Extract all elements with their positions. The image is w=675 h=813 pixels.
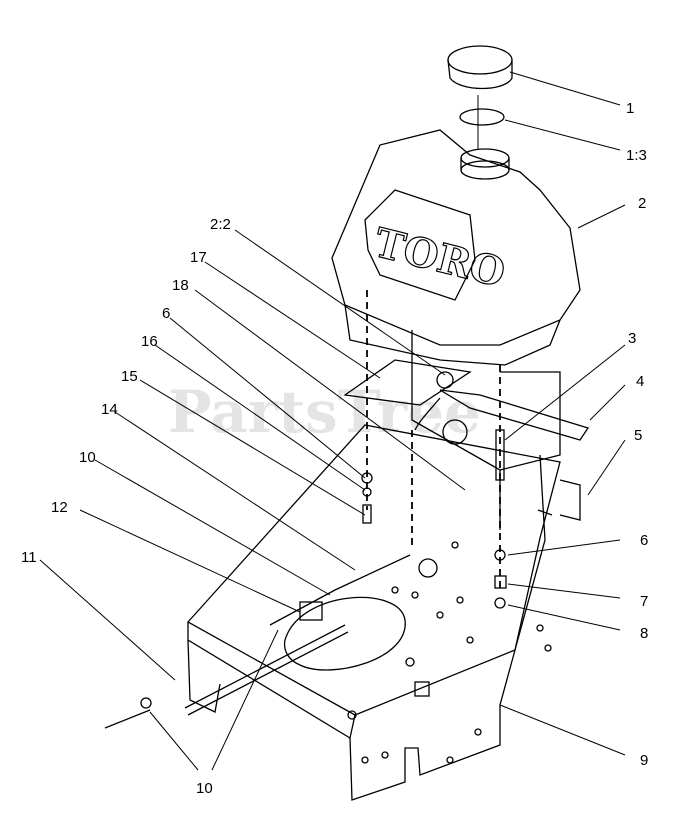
callout-17: 17 xyxy=(190,249,207,266)
cap-seal xyxy=(459,108,505,126)
fuel-tank: TORO xyxy=(331,129,581,366)
fuel-valve-part xyxy=(299,601,323,621)
gasket-part xyxy=(439,389,590,441)
callout-18: 18 xyxy=(172,277,189,294)
callout-1: 1 xyxy=(626,100,634,117)
callout-6-right: 6 xyxy=(640,532,648,549)
callout-5: 5 xyxy=(634,427,642,444)
callout-11: 11 xyxy=(21,549,37,566)
callout-2: 2 xyxy=(638,195,646,212)
callout-3: 3 xyxy=(628,330,636,347)
callout-16: 16 xyxy=(141,333,158,350)
callout-15: 15 xyxy=(121,368,138,385)
callout-12: 12 xyxy=(51,499,68,516)
callout-8: 8 xyxy=(640,625,648,642)
mount-plate-part xyxy=(343,359,472,406)
callout-4: 4 xyxy=(636,373,644,390)
callout-6-left: 6 xyxy=(162,305,170,322)
callout-10-upper: 10 xyxy=(79,449,96,466)
callout-10-lower: 10 xyxy=(196,780,213,797)
brand-logo: TORO xyxy=(370,219,510,297)
callout-labels: 1 1:3 2 2:2 17 18 6 16 15 14 10 12 11 3 … xyxy=(21,100,648,797)
callout-2-2: 2:2 xyxy=(210,216,231,233)
callout-7: 7 xyxy=(640,593,648,610)
watermark: PartsTree xyxy=(168,378,481,446)
fuel-cap xyxy=(447,45,513,90)
fuel-hose xyxy=(184,624,346,709)
leader-lines xyxy=(39,71,626,771)
callout-14: 14 xyxy=(101,401,118,418)
callout-9: 9 xyxy=(640,752,648,769)
callout-1-3: 1:3 xyxy=(626,147,647,164)
